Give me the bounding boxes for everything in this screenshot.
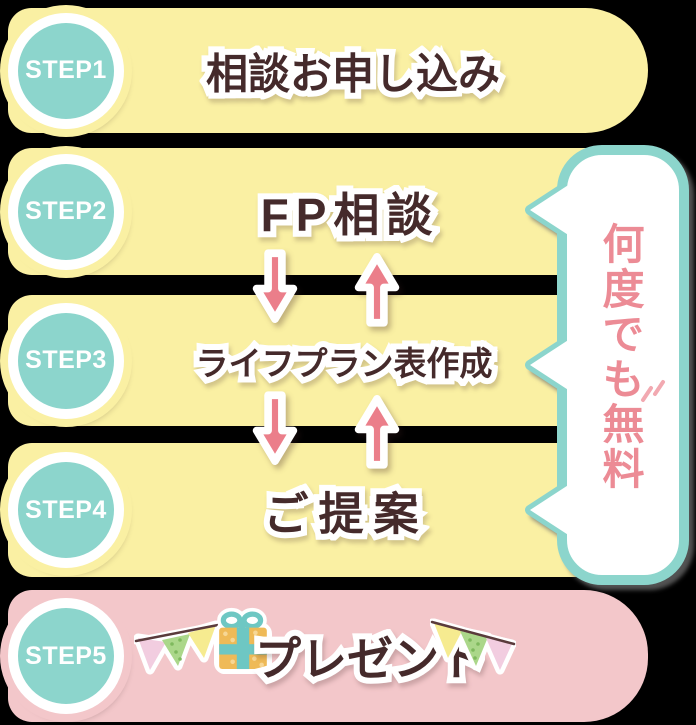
step3-badge-label: STEP3 bbox=[25, 346, 107, 374]
sparkle-icon bbox=[641, 380, 665, 402]
free-bubble: 何度でも無料 bbox=[518, 142, 696, 590]
step1-title-text: 相談お申し込み bbox=[205, 50, 501, 97]
step2-title-text: FP相談 bbox=[260, 188, 440, 241]
step4-title-outline: ご提案 bbox=[257, 483, 429, 546]
bunting-flags-right-icon bbox=[430, 618, 516, 675]
step1-row: STEP1 相談お申し込み 相談お申し込み bbox=[8, 8, 648, 133]
step3-title-outline: ライフプラン表作成 bbox=[190, 339, 499, 388]
up-arrow-icon-1 bbox=[354, 252, 400, 327]
step3-badge: STEP3 bbox=[8, 302, 124, 419]
bunting-flags-left-icon bbox=[134, 620, 220, 675]
step2-title-outline: FP相談 bbox=[255, 183, 440, 247]
step1-badge: STEP1 bbox=[8, 12, 124, 129]
step2-badge-label: STEP2 bbox=[25, 197, 107, 225]
step2-badge: STEP2 bbox=[8, 153, 124, 270]
step5-row: STEP5 bbox=[8, 590, 648, 722]
step4-badge-label: STEP4 bbox=[25, 495, 107, 524]
step5-badge: STEP5 bbox=[8, 598, 124, 714]
down-arrow-icon-1 bbox=[252, 249, 298, 324]
step1-title: 相談お申し込み 相談お申し込み bbox=[200, 40, 506, 103]
gift-icon bbox=[214, 607, 272, 674]
free-bubble-text: 何度でも無料 bbox=[597, 222, 644, 492]
step3-title-text: ライフプラン表作成 bbox=[195, 344, 493, 382]
step1-badge-label: STEP1 bbox=[25, 56, 107, 84]
up-arrow-icon-2 bbox=[354, 394, 400, 469]
step5-badge-label: STEP5 bbox=[25, 641, 107, 670]
step4-title: ご提案 ご提案 bbox=[257, 478, 429, 546]
step4-row: STEP4 ご提案 ご提案 bbox=[8, 443, 648, 577]
step4-title-text: ご提案 bbox=[263, 488, 429, 540]
step3-title: ライフプラン表作成 ライフプラン表作成 bbox=[190, 337, 499, 388]
speech-bubble-shape bbox=[525, 145, 689, 585]
down-arrow-icon-2 bbox=[252, 391, 298, 466]
step4-badge: STEP4 bbox=[8, 452, 124, 568]
step2-title: FP相談 FP相談 bbox=[255, 179, 440, 247]
step1-title-outline: 相談お申し込み bbox=[200, 44, 506, 103]
